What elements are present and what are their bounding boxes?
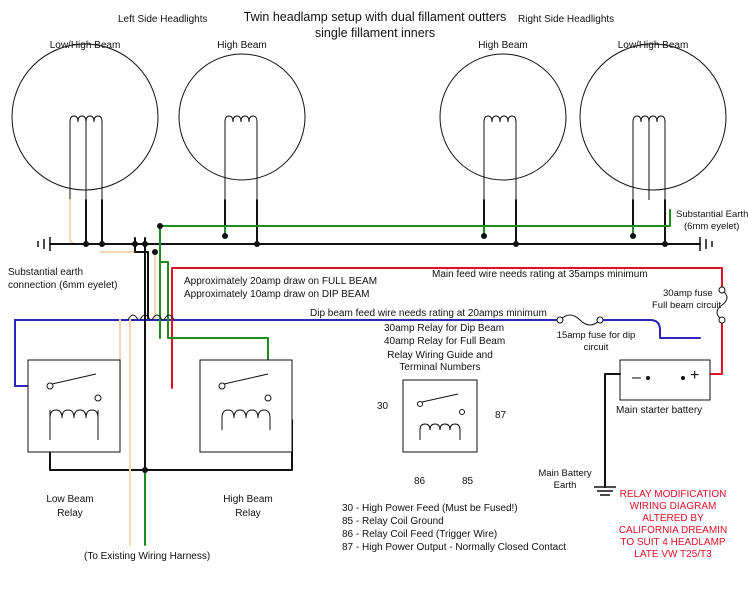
low-relay-label-line2: Relay [57, 508, 83, 519]
lamp2-label: High Beam [217, 40, 267, 51]
filament-lamp1 [69, 115, 103, 200]
relay-guide-title-line2: Terminal Numbers [399, 362, 481, 373]
earth-right-line1: Substantial Earth [676, 209, 748, 220]
dip-fuse-label-line1: 15amp fuse for dip [556, 330, 636, 341]
earth-left-line1: Substantial earth [8, 267, 84, 278]
headlamp-left-inner [178, 53, 306, 181]
high-relay-contacts [218, 373, 272, 430]
diagram-title-line2: single fillament inners [314, 26, 436, 40]
terminal-85-label: 85 [462, 476, 474, 487]
earth-symbol-left [37, 237, 51, 251]
dip-beam-draw-note: Approximately 10amp draw on DIP BEAM [184, 289, 370, 300]
terminal-87-label: 87 [495, 410, 507, 421]
filament-lamp3 [483, 115, 517, 200]
dip-fuse-label-line2: circuit [583, 342, 609, 353]
battery-label: Main starter battery [616, 405, 703, 416]
relay-full-note: 40amp Relay for Full Beam [384, 336, 506, 347]
credit-line4: CALIFORNIA DREAMIN [618, 525, 728, 536]
terminal-86-label: 86 [414, 476, 426, 487]
lamp1-label: Low/High Beam [49, 40, 121, 51]
low-relay-label-line1: Low Beam [46, 494, 94, 505]
battery-minus-sign: – [632, 369, 641, 386]
terminal-30-label: 30 [377, 401, 389, 412]
diagram-title-line1: Twin headlamp setup with dual fillament … [243, 10, 507, 24]
headlamp-right-outer [579, 43, 727, 191]
credit-line3: ALTERED BY [642, 513, 704, 524]
earth-symbol-right [699, 237, 713, 251]
filament-lamp4 [632, 115, 666, 200]
credit-line1: RELAY MODIFICATION [619, 489, 727, 500]
earth-right-line2: (6mm eyelet) [684, 221, 740, 232]
full-fuse-label-line2: Full beam circuit [652, 300, 722, 311]
full-fuse-label-line1: 30amp fuse [663, 288, 713, 299]
terminal-legend-30: 30 - High Power Feed (Must be Fused!) [342, 503, 518, 514]
relay-guide-title-line1: Relay Wiring Guide and [387, 350, 493, 361]
left-side-heading: Left Side Headlights [118, 14, 208, 25]
harness-label: (To Existing Wiring Harness) [84, 551, 211, 562]
relay-guide-box [402, 379, 478, 453]
credit-line2: WIRING DIAGRAM [629, 501, 717, 512]
lamp4-label: Low/High Beam [617, 40, 689, 51]
dip-feed-note: Dip beam feed wire needs rating at 20amp… [310, 308, 547, 319]
terminal-legend-87: 87 - High Power Output - Normally Closed… [342, 542, 566, 553]
headlamp-right-inner [439, 53, 567, 181]
dip-fuse-symbol [559, 314, 601, 326]
relay-guide-contacts [417, 393, 465, 440]
high-relay-label-line2: Relay [235, 508, 261, 519]
credit-line5: TO SUIT 4 HEADLAMP [620, 537, 726, 548]
credit-line6: LATE VW T25/T3 [634, 549, 712, 560]
battery-plus-sign: + [690, 367, 700, 384]
battery-earth-symbol [594, 486, 616, 496]
high-relay-label-line1: High Beam [223, 494, 273, 505]
junction-dots [83, 223, 668, 473]
low-beam-relay-box [27, 359, 121, 453]
relay-dip-note: 30amp Relay for Dip Beam [384, 323, 505, 334]
filament-lamp2 [224, 115, 258, 200]
right-side-heading: Right Side Headlights [518, 14, 615, 25]
battery-earth-line2: Earth [553, 480, 577, 491]
headlamp-left-outer [11, 43, 159, 191]
main-feed-note: Main feed wire needs rating at 35amps mi… [432, 269, 648, 280]
lamp3-label: High Beam [478, 40, 528, 51]
low-relay-contacts [46, 373, 102, 440]
high-beam-bus [159, 209, 671, 227]
full-fuse-symbol [716, 289, 728, 321]
terminal-legend-85: 85 - Relay Coil Ground [342, 516, 444, 527]
battery-earth-line1: Main Battery [538, 468, 592, 479]
battery-box [619, 359, 711, 401]
full-beam-draw-note: Approximately 20amp draw on FULL BEAM [184, 276, 378, 287]
earth-left-line2: connection (6mm eyelet) [8, 280, 118, 291]
terminal-legend-86: 86 - Relay Coil Feed (Trigger Wire) [342, 529, 498, 540]
high-beam-relay-box [199, 359, 293, 453]
main-feed-wire [171, 267, 723, 389]
